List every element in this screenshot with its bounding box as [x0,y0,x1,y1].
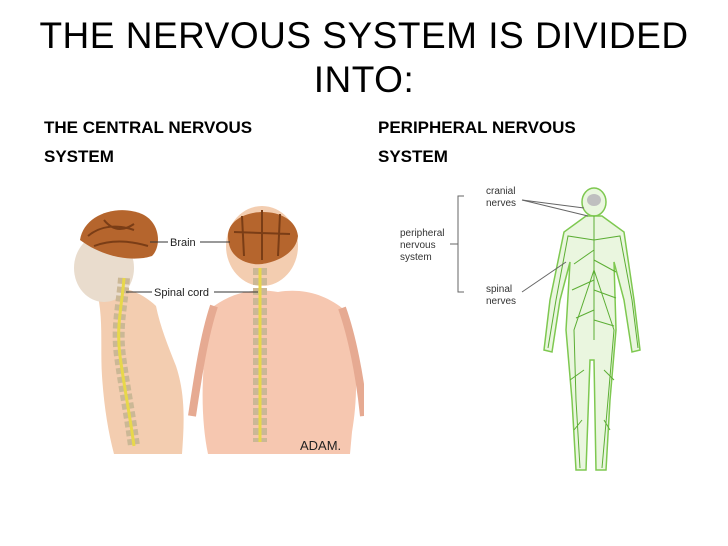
label-peripheral-3: system [400,252,432,263]
pns-brain [587,194,601,206]
label-spinal-2: nerves [486,296,516,307]
label-cranial-2: nerves [486,198,516,209]
side-body [96,286,184,454]
pns-heading: PERIPHERAL NERVOUS SYSTEM [378,113,648,171]
label-brain: Brain [170,237,196,249]
label-peripheral-2: nervous [400,240,436,251]
back-body [203,291,356,454]
label-spinal: spinal [486,284,512,295]
slide-title: THE NERVOUS SYSTEM IS DIVIDED INTO: [30,14,698,102]
adam-logo: ADAM. [300,438,341,453]
pns-illustration: cranial nerves peripheral nervous system… [388,180,678,480]
label-cranial: cranial [486,186,515,197]
cns-illustration: Brain Spinal cord ADAM. [64,196,364,454]
label-spinal-cord: Spinal cord [154,287,209,299]
pns-body [544,188,640,470]
cns-heading: THE CENTRAL NERVOUS SYSTEM [44,113,304,171]
label-peripheral: peripheral [400,228,444,239]
